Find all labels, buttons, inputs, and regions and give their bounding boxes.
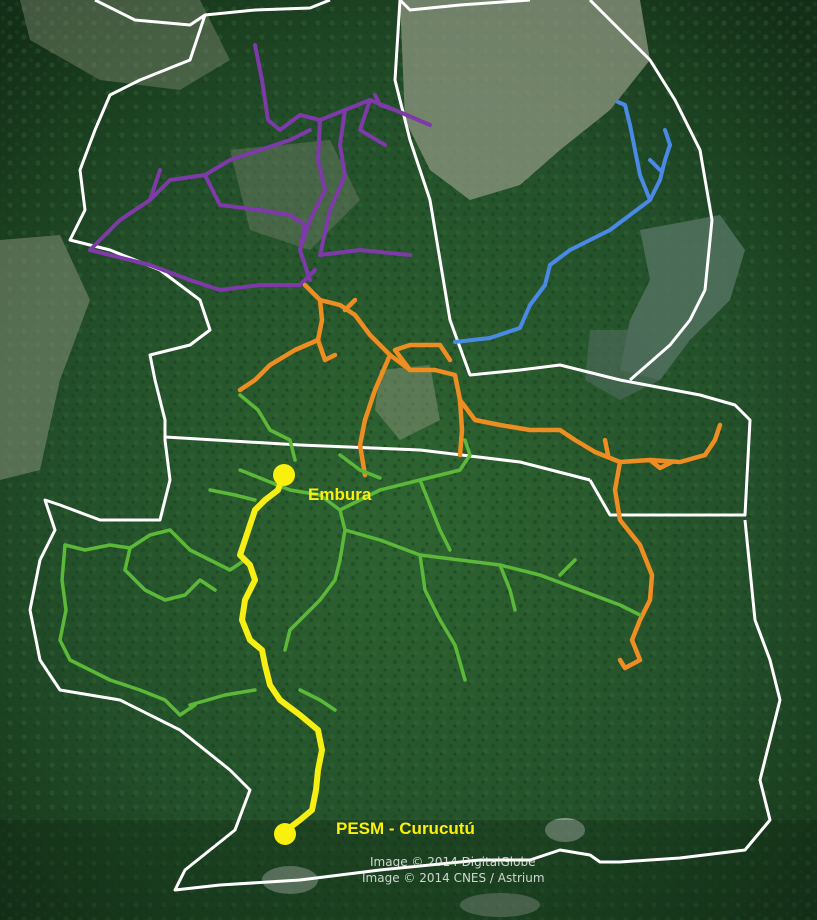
place-pesm-curucutu[interactable]: PESM - Curucutú bbox=[274, 819, 475, 845]
trail-yellow bbox=[237, 473, 325, 829]
urban-area bbox=[0, 235, 90, 480]
boundary-middle bbox=[164, 435, 591, 482]
place-marker[interactable] bbox=[273, 464, 295, 486]
trails-green bbox=[58, 393, 642, 717]
place-label: Embura bbox=[308, 485, 372, 504]
urban-area bbox=[400, 0, 650, 200]
trails-purple bbox=[88, 43, 432, 292]
place-embura[interactable]: Embura bbox=[273, 464, 372, 504]
water-body bbox=[620, 215, 745, 380]
trail-blue bbox=[453, 100, 672, 344]
trails-orange bbox=[237, 282, 723, 671]
cloud bbox=[460, 893, 540, 917]
imagery-attribution: Image © 2014 DigitalGlobe Image © 2014 C… bbox=[362, 855, 545, 885]
place-marker[interactable] bbox=[274, 823, 296, 845]
attribution-line: Image © 2014 DigitalGlobe bbox=[370, 855, 535, 869]
urban-area bbox=[375, 365, 440, 440]
boundary-east-arc bbox=[398, 0, 714, 382]
boundary-north-east bbox=[393, 0, 752, 517]
attribution-line: Image © 2014 CNES / Astrium bbox=[362, 871, 545, 885]
place-label: PESM - Curucutú bbox=[336, 819, 475, 838]
cloud bbox=[545, 818, 585, 842]
